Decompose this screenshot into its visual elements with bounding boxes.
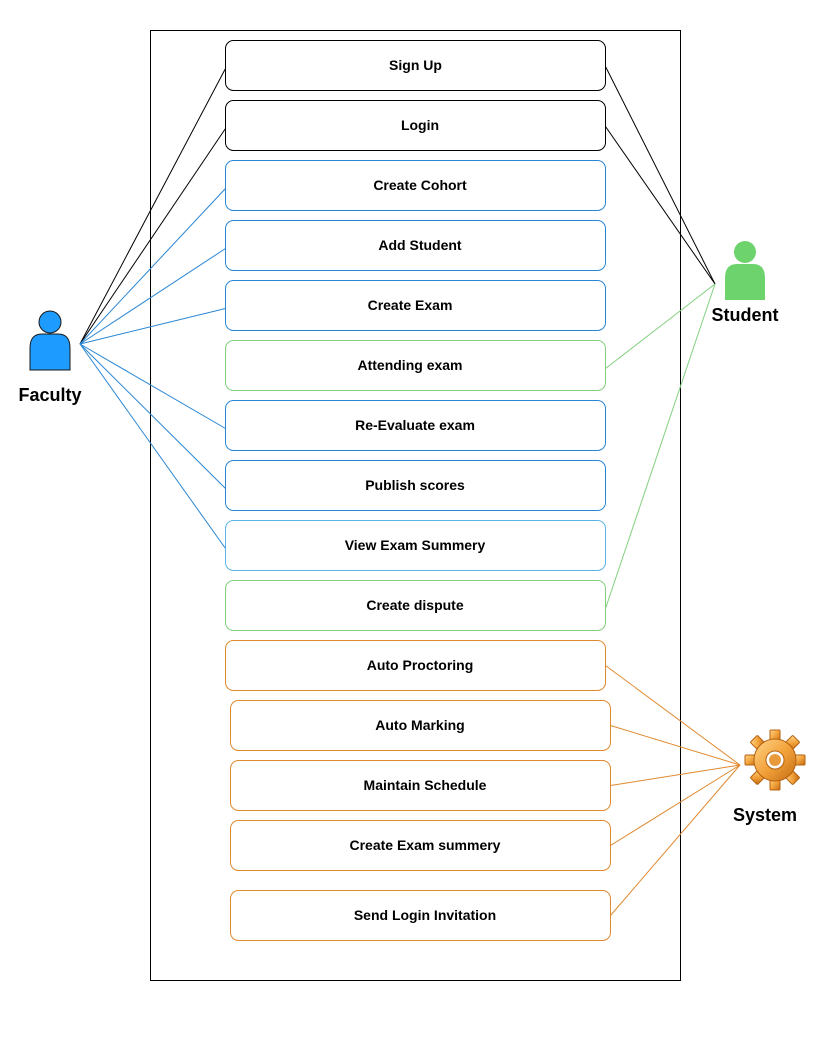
student-person-icon — [725, 241, 765, 300]
use-case-view-exam-summery[interactable]: View Exam Summery — [225, 520, 606, 571]
use-case-publish-scores[interactable]: Publish scores — [225, 460, 606, 511]
use-case-label: Sign Up — [389, 57, 442, 73]
faculty-association-line — [79, 343, 226, 429]
faculty-association-line — [79, 128, 226, 345]
use-case-label: Create dispute — [366, 597, 463, 613]
use-case-auto-marking[interactable]: Auto Marking — [230, 700, 611, 751]
use-case-label: Create Cohort — [373, 177, 467, 193]
use-case-create-exam-summery[interactable]: Create Exam summery — [230, 820, 611, 871]
use-case-label: Add Student — [378, 237, 462, 253]
system-association-line — [610, 764, 741, 846]
student-label: Student — [712, 305, 779, 325]
use-case-label: Publish scores — [365, 477, 465, 493]
faculty-association-line — [79, 248, 226, 345]
faculty-actor[interactable]: Faculty — [18, 310, 82, 405]
use-case-label: Login — [401, 117, 439, 133]
use-case-create-cohort[interactable]: Create Cohort — [225, 160, 606, 211]
faculty-association-line — [79, 68, 226, 345]
use-case-label: Create Exam summery — [350, 837, 501, 853]
student-association-line — [605, 283, 716, 609]
use-case-add-student[interactable]: Add Student — [225, 220, 606, 271]
use-case-label: View Exam Summery — [345, 537, 486, 553]
system-association-line — [610, 764, 741, 916]
student-actor[interactable]: Student — [712, 241, 779, 325]
use-case-re-evaluate-exam[interactable]: Re-Evaluate exam — [225, 400, 606, 451]
system-label: System — [733, 805, 797, 825]
use-case-login[interactable]: Login — [225, 100, 606, 151]
use-case-create-dispute[interactable]: Create dispute — [225, 580, 606, 631]
system-actor[interactable]: System — [733, 729, 806, 825]
use-case-label: Auto Marking — [375, 717, 464, 733]
use-case-label: Maintain Schedule — [364, 777, 487, 793]
faculty-label: Faculty — [18, 385, 81, 405]
use-case-create-exam[interactable]: Create Exam — [225, 280, 606, 331]
faculty-association-line — [79, 308, 226, 345]
system-association-line — [605, 665, 741, 766]
faculty-association-line — [79, 343, 226, 489]
system-association-line — [610, 764, 741, 786]
use-case-sign-up[interactable]: Sign Up — [225, 40, 606, 91]
use-case-label: Re-Evaluate exam — [355, 417, 475, 433]
use-case-send-login-invitation[interactable]: Send Login Invitation — [230, 890, 611, 941]
gear-icon — [744, 729, 806, 791]
student-association-line — [605, 283, 716, 369]
faculty-association-line — [79, 188, 226, 345]
use-case-auto-proctoring[interactable]: Auto Proctoring — [225, 640, 606, 691]
student-association-line — [605, 126, 716, 285]
system-boundary — [150, 30, 681, 981]
use-case-label: Create Exam — [368, 297, 453, 313]
student-association-line — [605, 66, 716, 285]
use-case-label: Attending exam — [357, 357, 462, 373]
faculty-person-icon — [29, 310, 71, 371]
use-case-label: Send Login Invitation — [354, 907, 496, 923]
use-case-maintain-schedule[interactable]: Maintain Schedule — [230, 760, 611, 811]
use-case-attending-exam[interactable]: Attending exam — [225, 340, 606, 391]
system-association-line — [610, 725, 741, 766]
faculty-association-line — [79, 343, 226, 549]
association-lines — [79, 66, 741, 916]
use-case-label: Auto Proctoring — [367, 657, 474, 673]
